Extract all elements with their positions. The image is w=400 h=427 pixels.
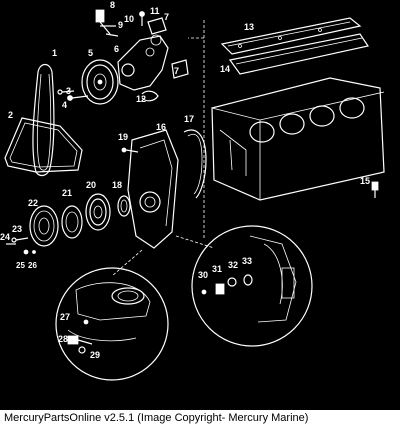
plug-part-33[interactable]: [243, 274, 253, 286]
detail-circle-left: [55, 267, 169, 381]
pin-part-26[interactable]: [32, 250, 36, 254]
callout-32: 32: [228, 260, 238, 270]
callout-15: 15: [360, 176, 370, 186]
bolt-part-4[interactable]: [57, 89, 75, 95]
callout-12: 12: [136, 94, 146, 104]
callout-8: 8: [110, 0, 115, 10]
callout-18: 18: [112, 180, 122, 190]
sensor-part-8[interactable]: [95, 9, 111, 35]
callout-10: 10: [124, 14, 134, 24]
sensor-part-28[interactable]: [67, 335, 93, 345]
clamp-part-12[interactable]: [141, 90, 159, 102]
pulley-part-5[interactable]: [81, 59, 119, 105]
callout-2: 2: [8, 110, 13, 120]
callout-28: 28: [58, 334, 68, 344]
callout-30: 30: [198, 270, 208, 280]
callout-7b: 7: [174, 66, 179, 76]
water-pump-part-6[interactable]: [117, 34, 169, 91]
callout-16: 16: [156, 122, 166, 132]
washer-part-23[interactable]: [11, 237, 29, 243]
screw-part-11[interactable]: [139, 11, 145, 27]
seal-part-18[interactable]: [117, 195, 131, 217]
bolt-part-30[interactable]: [201, 289, 207, 295]
callout-3: 3: [66, 86, 71, 96]
callout-1: 1: [52, 48, 57, 58]
engine-block: [211, 77, 385, 201]
callout-29: 29: [90, 350, 100, 360]
callout-26: 26: [28, 261, 37, 270]
damper-part-20[interactable]: [85, 193, 111, 231]
timing-cover-part-16[interactable]: [127, 129, 179, 249]
callout-27: 27: [60, 312, 70, 322]
callout-4: 4: [62, 100, 67, 110]
washer-part-32[interactable]: [227, 277, 237, 287]
bolt-part-19[interactable]: [121, 147, 139, 153]
callout-17: 17: [184, 114, 194, 124]
gasket-part-13[interactable]: [220, 17, 362, 55]
callout-31: 31: [212, 264, 222, 274]
callout-23: 23: [12, 224, 22, 234]
callout-25: 25: [16, 261, 25, 270]
callout-13: 13: [244, 22, 254, 32]
valley-cover-part-14[interactable]: [228, 33, 369, 75]
drive-belt-part-1[interactable]: [32, 63, 55, 177]
callout-5: 5: [88, 48, 93, 58]
pulley-part-22[interactable]: [29, 205, 59, 247]
connector-part-29[interactable]: [78, 346, 86, 354]
bolt-part-3[interactable]: [67, 95, 89, 101]
sensor-part-31[interactable]: [215, 283, 225, 295]
exploded-parts-diagram: 1 2 3 4 5 6 7 7 8 9 10 11 12 13 14 15 16…: [0, 0, 385, 381]
detail-circle-right: [191, 225, 313, 347]
fitting-part-10[interactable]: [105, 33, 119, 37]
callout-6: 6: [114, 44, 119, 54]
callout-20: 20: [86, 180, 96, 190]
caption-bar: MercuryPartsOnline v2.5.1 (Image Copyrig…: [0, 410, 400, 427]
callout-33: 33: [242, 256, 252, 266]
gasket-part-7[interactable]: [147, 17, 189, 79]
damper-part-21[interactable]: [61, 205, 83, 239]
gasket-part-17[interactable]: [183, 129, 207, 199]
callout-11: 11: [150, 6, 160, 16]
leader-line: [111, 249, 143, 277]
callout-22: 22: [28, 198, 38, 208]
bolt-part-27[interactable]: [83, 319, 89, 325]
callout-7: 7: [164, 12, 169, 22]
callout-24: 24: [0, 232, 10, 242]
callout-14: 14: [220, 64, 230, 74]
bolt-part-25[interactable]: [23, 249, 29, 255]
callout-19: 19: [118, 132, 128, 142]
callout-21: 21: [62, 188, 72, 198]
callout-9: 9: [118, 20, 123, 30]
leader-line: [175, 235, 215, 249]
drive-belt-part-2[interactable]: [4, 117, 83, 173]
plug-part-15[interactable]: [371, 181, 379, 198]
